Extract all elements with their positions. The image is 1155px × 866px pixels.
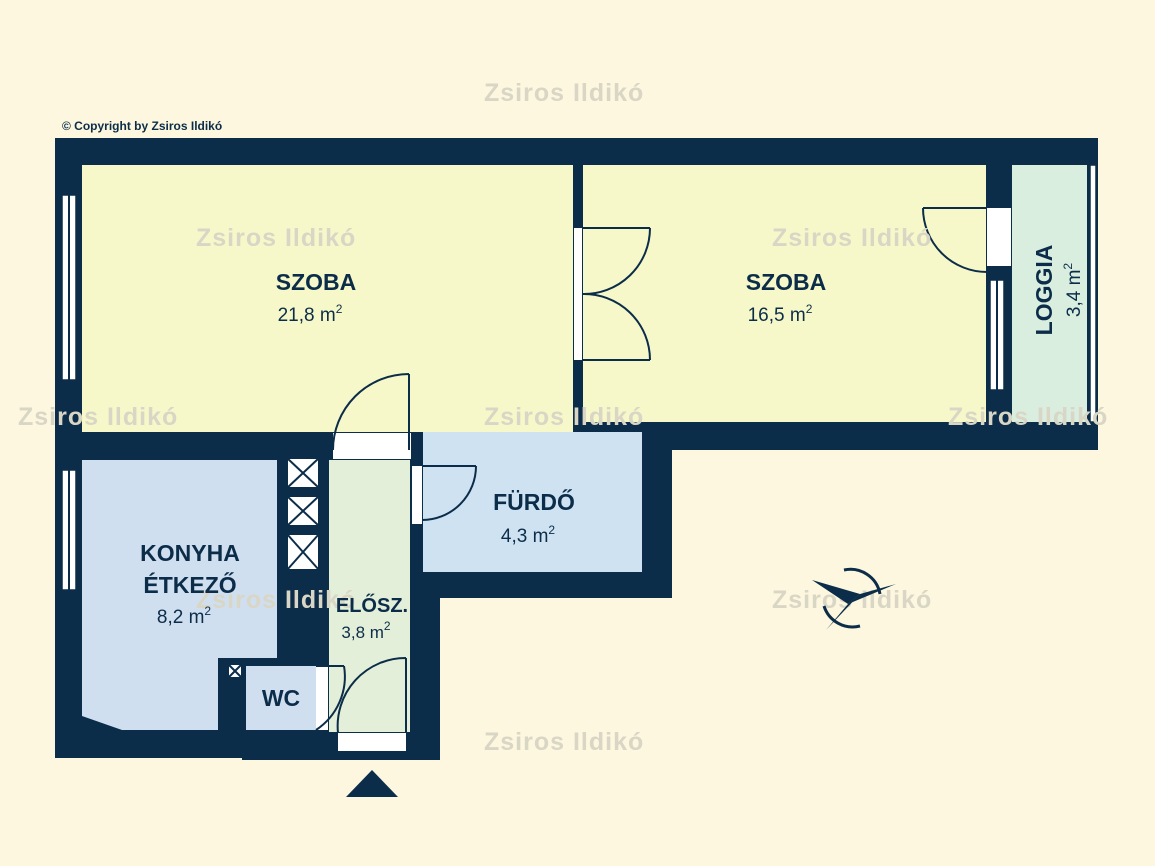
room-szoba-1-area: 21,8 m2 [278,302,343,326]
windows [61,164,1097,591]
entrance-arrow-icon [346,770,398,797]
room-loggia-area: 3,4 m2 [1061,263,1085,318]
room-szoba-1-label: SZOBA [276,269,357,295]
watermarks: Zsiros Ildikó Zsiros Ildikó Zsiros Ildik… [18,79,1108,756]
room-szoba-2-area: 16,5 m2 [748,302,813,326]
room-szoba-2-label: SZOBA [746,269,827,295]
room-eloszoba-area: 3,8 m2 [341,619,391,642]
room-floors [82,165,1087,732]
room-labels: SZOBA 21,8 m2 SZOBA 16,5 m2 LOGGIA 3,4 m… [140,245,1085,711]
room-konyha-floor [82,460,277,730]
room-konyha-area: 8,2 m2 [157,604,212,628]
room-loggia-label: LOGGIA [1031,245,1057,336]
room-furdo-floor [423,432,642,572]
svg-text:Zsiros Ildikó: Zsiros Ildikó [196,586,356,614]
room-wc-label: WC [262,685,300,711]
room-furdo-label: FÜRDŐ [493,488,575,515]
compass-north-icon [812,567,896,630]
svg-text:Zsiros Ildikó: Zsiros Ildikó [196,224,356,252]
room-loggia-floor [1012,165,1087,422]
svg-text:Zsiros Ildikó: Zsiros Ildikó [948,403,1108,431]
copyright-text: © Copyright by Zsiros Ildikó [62,119,222,133]
room-szoba-1-floor [82,165,573,432]
room-szoba-2-floor [583,165,986,422]
room-wc-floor [246,666,316,730]
svg-text:Zsiros Ildikó: Zsiros Ildikó [772,224,932,252]
svg-text:Zsiros Ildikó: Zsiros Ildikó [484,79,644,107]
svg-text:Zsiros Ildikó: Zsiros Ildikó [18,403,178,431]
room-konyha-label-2: ÉTKEZŐ [143,571,236,598]
room-furdo-area: 4,3 m2 [501,523,556,547]
ventilation-shafts [227,457,320,679]
svg-text:Zsiros Ildikó: Zsiros Ildikó [484,403,644,431]
room-eloszoba-label: ELŐSZ. [336,594,408,617]
room-konyha-label-1: KONYHA [140,540,240,566]
room-eloszoba-floor [329,460,410,732]
svg-text:Zsiros Ildikó: Zsiros Ildikó [484,728,644,756]
doors [315,207,1011,751]
